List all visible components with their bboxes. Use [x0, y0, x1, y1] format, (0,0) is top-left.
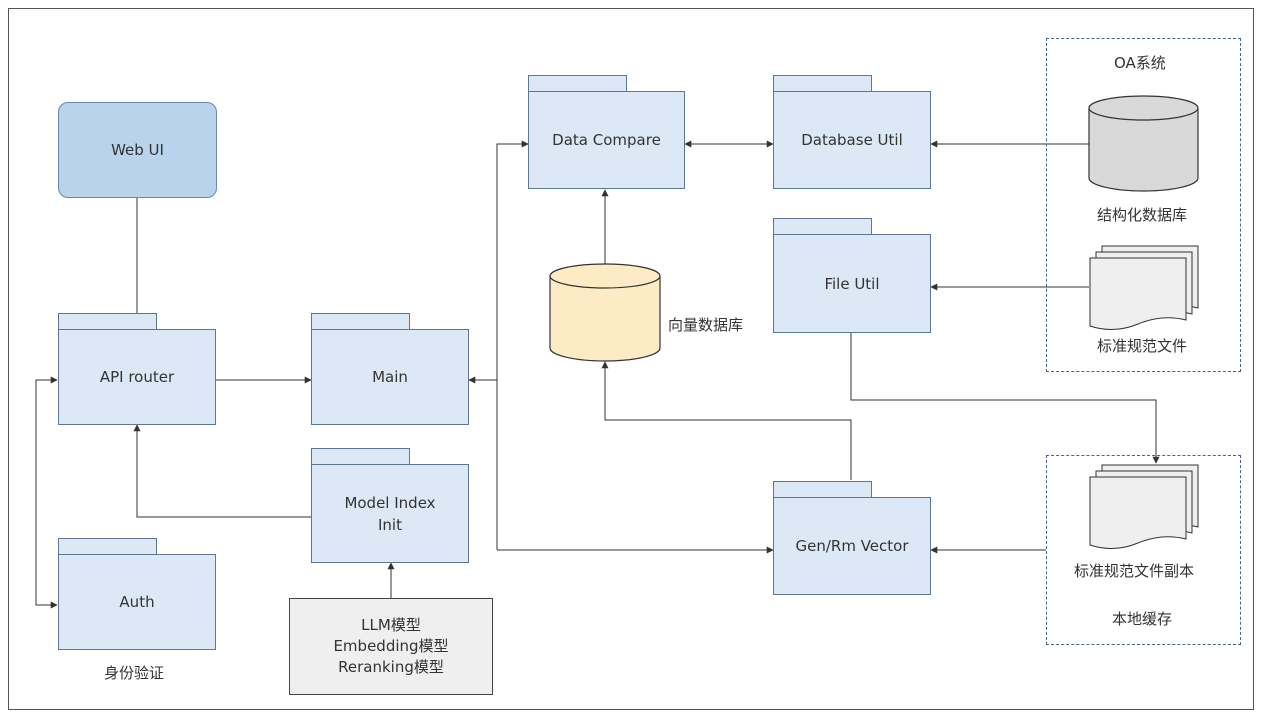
- web-ui-node: Web UI: [58, 102, 217, 198]
- document-stack-icon: [1089, 464, 1199, 549]
- main-label: Main: [372, 368, 408, 386]
- database-cylinder-icon: [549, 263, 661, 362]
- model-index-init-node: Model Index Init: [311, 464, 469, 563]
- auth-caption: 身份验证: [104, 664, 165, 682]
- oa-system-title: OA系统: [1114, 54, 1166, 72]
- auth-label: Auth: [119, 593, 155, 611]
- llm-model-label: LLM模型: [361, 616, 421, 634]
- model-index-label-line1: Model Index: [344, 493, 436, 512]
- auth-tab: [58, 538, 157, 555]
- web-ui-label: Web UI: [111, 141, 164, 159]
- main-tab: [311, 313, 410, 330]
- main-node: Main: [311, 329, 469, 425]
- database-util-tab: [773, 75, 872, 92]
- document-stack-icon: [1089, 245, 1199, 330]
- data-compare-tab: [528, 75, 627, 92]
- local-cache-group: [1046, 455, 1241, 645]
- embedding-model-label: Embedding模型: [333, 637, 449, 655]
- gen-rm-vector-node: Gen/Rm Vector: [773, 497, 931, 595]
- api-router-tab: [58, 313, 157, 330]
- auth-node: Auth: [58, 554, 216, 650]
- standard-docs-label: 标准规范文件: [1097, 337, 1188, 355]
- data-compare-node: Data Compare: [528, 91, 685, 189]
- database-cylinder-icon: [1088, 95, 1199, 192]
- oa-system-group: [1046, 38, 1241, 372]
- models-box: LLM模型 Embedding模型 Reranking模型: [289, 598, 493, 695]
- api-router-label: API router: [99, 368, 175, 386]
- database-util-node: Database Util: [773, 91, 931, 189]
- vector-db-label: 向量数据库: [668, 316, 744, 334]
- file-util-tab: [773, 218, 872, 235]
- model-index-tab: [311, 448, 410, 465]
- doc-copies-label: 标准规范文件副本: [1074, 562, 1195, 580]
- file-util-node: File Util: [773, 234, 931, 333]
- gen-rm-vector-label: Gen/Rm Vector: [795, 537, 909, 555]
- structured-db-label: 结构化数据库: [1097, 206, 1188, 224]
- api-router-node: API router: [58, 329, 216, 425]
- model-index-label-line2: Init: [378, 515, 402, 534]
- database-util-label: Database Util: [801, 131, 903, 149]
- reranking-model-label: Reranking模型: [338, 658, 444, 676]
- data-compare-label: Data Compare: [552, 131, 661, 149]
- gen-rm-vector-tab: [773, 481, 872, 498]
- diagram-frame: [8, 8, 1254, 710]
- file-util-label: File Util: [824, 274, 880, 293]
- local-cache-title: 本地缓存: [1112, 610, 1173, 628]
